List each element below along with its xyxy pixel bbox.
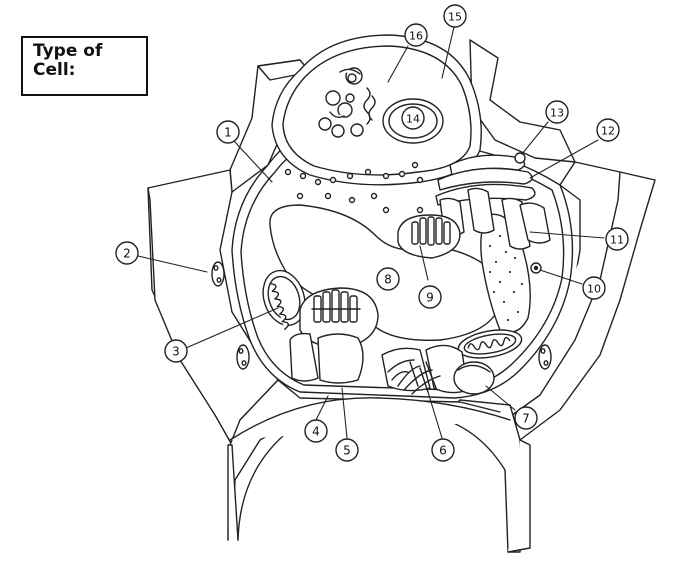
callout-5-text: 5 (343, 444, 351, 458)
callout-9: 9 (418, 285, 442, 309)
cytoskeleton (387, 359, 441, 395)
callout-1: 1 (216, 120, 240, 144)
callout-10: 10 (582, 276, 606, 300)
callout-7-text: 7 (522, 412, 530, 426)
callout-8-text: 8 (384, 273, 392, 287)
rough-er-stacks (439, 187, 551, 250)
chloroplast-grana-left (299, 287, 379, 349)
callout-9-text: 9 (426, 291, 434, 305)
callout-14: 14 (401, 106, 425, 130)
callout-6: 6 (431, 438, 455, 462)
callout-6-text: 6 (439, 444, 447, 458)
callout-15-text: 15 (448, 11, 462, 24)
callout-2: 2 (115, 241, 139, 265)
lower-organelles (289, 332, 495, 395)
nucleus (271, 34, 482, 186)
plasmodesmata (211, 261, 552, 370)
callout-3-text: 3 (172, 345, 180, 359)
callout-12: 12 (596, 118, 620, 142)
callout-14-text: 14 (406, 113, 420, 126)
golgi-apparatus (435, 152, 536, 206)
callout-11: 11 (605, 227, 629, 251)
callout-11-text: 11 (610, 234, 624, 247)
callout-12-text: 12 (601, 125, 615, 138)
callout-13: 13 (545, 100, 569, 124)
callout-2-text: 2 (123, 247, 131, 261)
callout-4: 4 (304, 419, 328, 443)
chloroplast-grana-right (397, 214, 461, 259)
ribosomes (284, 161, 424, 214)
callout-10-text: 10 (587, 283, 601, 296)
callout-16: 16 (404, 23, 428, 47)
callout-1-text: 1 (224, 126, 232, 140)
title-line-1: Type of (33, 41, 103, 61)
chromatin (318, 67, 376, 138)
callouts: 1 2 3 4 5 6 7 8 9 10 11 12 13 14 15 (115, 4, 629, 462)
mitochondrion-right (457, 329, 523, 359)
title-line-2: Cell: (33, 60, 76, 80)
callout-7: 7 (514, 406, 538, 430)
callout-3: 3 (164, 339, 188, 363)
leader-lines (137, 26, 605, 439)
callout-8: 8 (376, 267, 400, 291)
callout-15: 15 (443, 4, 467, 28)
callout-16-text: 16 (409, 30, 423, 43)
callout-5: 5 (335, 438, 359, 462)
title-box: Type of Cell: (21, 36, 148, 96)
callout-13-text: 13 (550, 107, 564, 120)
callout-4-text: 4 (312, 425, 320, 439)
